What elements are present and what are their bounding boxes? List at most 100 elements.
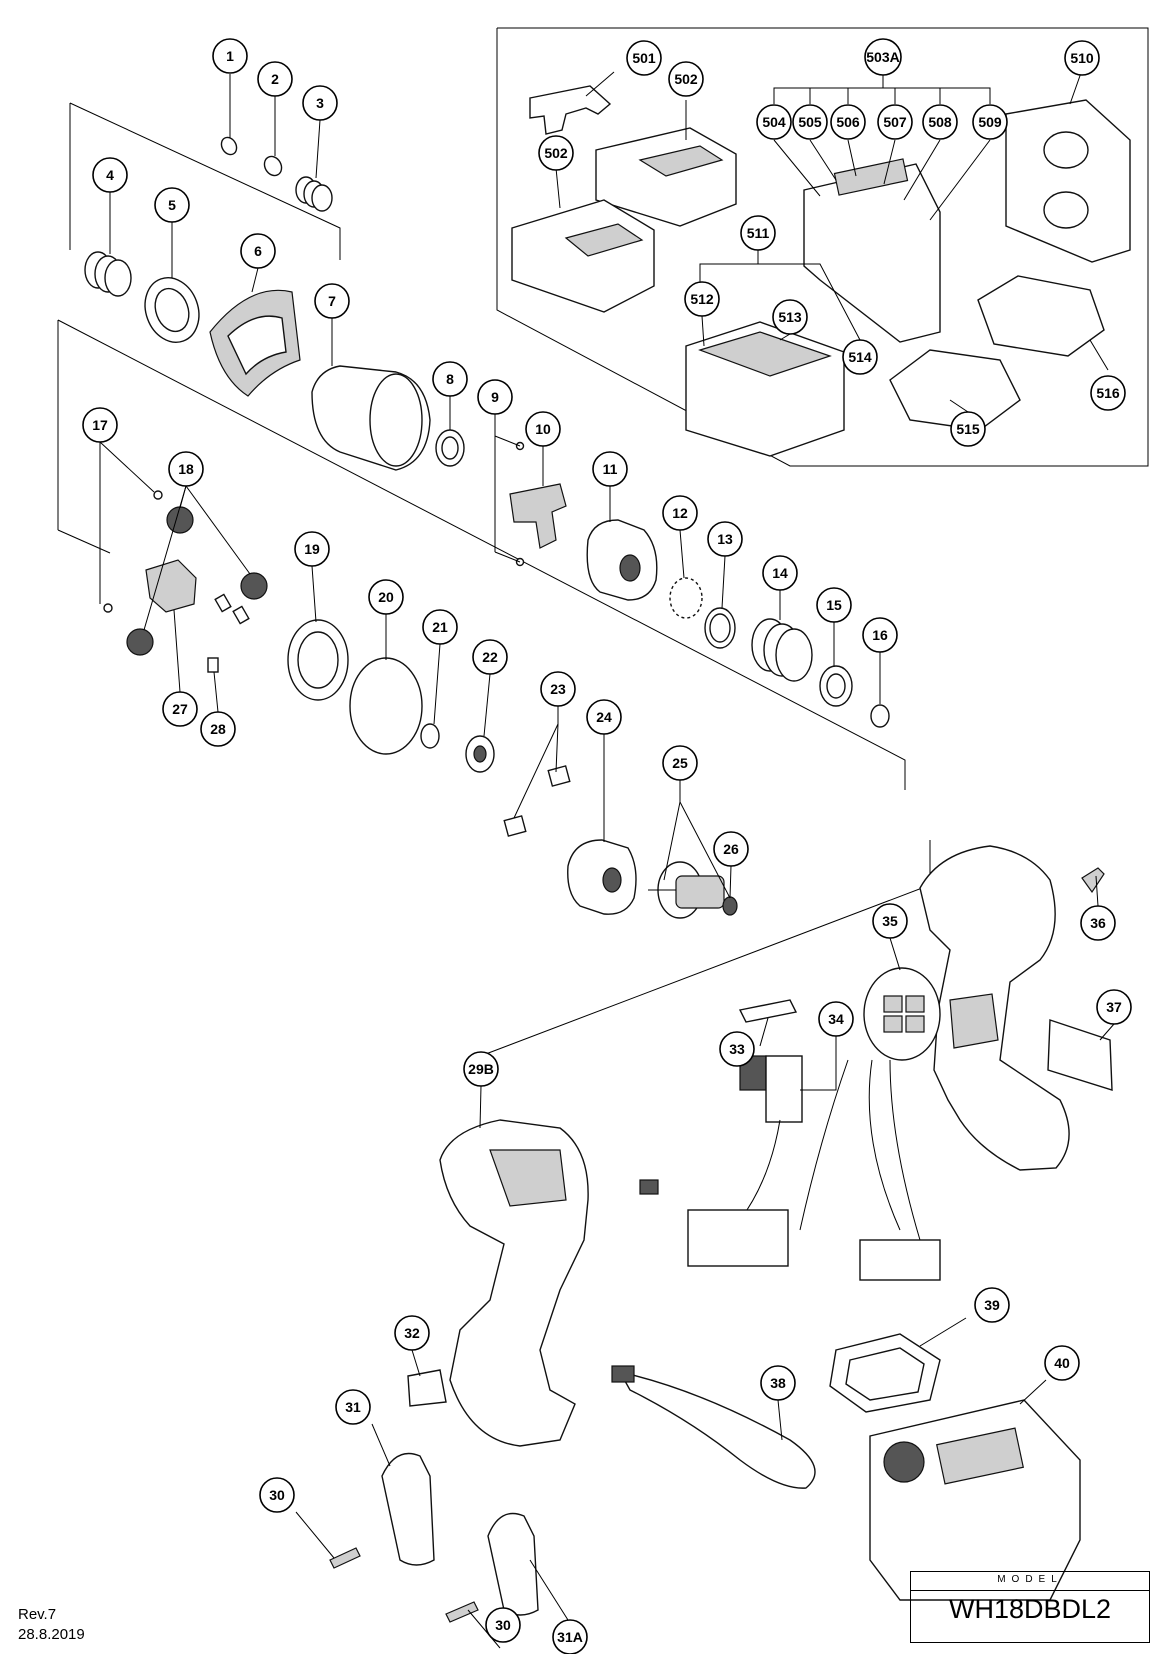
- svg-text:6: 6: [254, 243, 262, 259]
- svg-text:38: 38: [770, 1375, 786, 1391]
- plastic-case: [1005, 99, 1131, 263]
- callout-502-a: 502: [668, 61, 704, 97]
- callout-5: 5: [154, 187, 190, 223]
- battery: [869, 1399, 1081, 1601]
- carrying-case: [803, 158, 941, 343]
- internal-wire: [639, 1059, 941, 1281]
- callout-40: 40: [1044, 1345, 1080, 1381]
- rotor: [648, 861, 738, 919]
- callout-34: 34: [818, 1001, 854, 1037]
- spring-small: [295, 176, 333, 212]
- svg-text:7: 7: [328, 293, 336, 309]
- svg-text:507: 507: [883, 114, 907, 130]
- callout-10: 10: [525, 411, 561, 447]
- label-32: [407, 1369, 447, 1407]
- callout-516: 516: [1090, 375, 1126, 411]
- hook-31a: [487, 1512, 539, 1616]
- svg-text:510: 510: [1070, 50, 1094, 66]
- leader-lines: [99, 69, 1115, 1649]
- tapping-screw: [1081, 867, 1105, 894]
- svg-text:503A: 503A: [866, 49, 899, 65]
- svg-text:14: 14: [772, 565, 788, 581]
- callout-7: 7: [314, 283, 350, 319]
- spindle: [145, 559, 197, 613]
- svg-text:508: 508: [928, 114, 952, 130]
- svg-text:10: 10: [535, 421, 551, 437]
- svg-text:2: 2: [271, 71, 279, 87]
- callout-4: 4: [92, 157, 128, 193]
- retaining-ring-16: [870, 704, 890, 728]
- callout-514: 514: [842, 339, 878, 375]
- callout-26: 26: [713, 831, 749, 867]
- charger-2: [511, 199, 655, 313]
- svg-text:32: 32: [404, 1325, 420, 1341]
- washer-ring: [263, 155, 283, 177]
- inner-case-516: [977, 275, 1105, 357]
- callout-515: 515: [950, 411, 986, 447]
- name-plate: [1047, 1019, 1113, 1091]
- callout-11: 11: [592, 451, 628, 487]
- callout-2: 2: [257, 61, 293, 97]
- callout-3: 3: [302, 85, 338, 121]
- accessory-box-frame: [496, 27, 1149, 467]
- callout-36: 36: [1080, 905, 1116, 941]
- svg-text:514: 514: [848, 349, 872, 365]
- housing-right: [919, 845, 1070, 1171]
- inner-case-515: [889, 349, 1021, 431]
- svg-text:31A: 31A: [557, 1629, 583, 1645]
- callout-19: 19: [294, 531, 330, 567]
- model-label: MODEL: [911, 1574, 1149, 1591]
- callout-505: 505: [792, 104, 828, 140]
- callout-39: 39: [974, 1287, 1010, 1323]
- svg-text:15: 15: [826, 597, 842, 613]
- svg-text:25: 25: [672, 755, 688, 771]
- callout-18: 18: [168, 451, 204, 487]
- callout-38: 38: [760, 1365, 796, 1401]
- gear-assembly-frame: [57, 319, 906, 790]
- callout-21: 21: [422, 609, 458, 645]
- callout-33: 33: [719, 1031, 755, 1067]
- callout-504: 504: [756, 104, 792, 140]
- callout-25: 25: [662, 745, 698, 781]
- svg-text:8: 8: [446, 371, 454, 387]
- svg-text:28: 28: [210, 721, 226, 737]
- callout-508: 508: [922, 104, 958, 140]
- inner-cover: [567, 839, 637, 915]
- hook: [381, 1452, 435, 1566]
- steel-balls: [669, 577, 703, 619]
- belt-hook: [529, 85, 612, 135]
- callout-32: 32: [394, 1315, 430, 1351]
- callout-502-b: 502: [538, 135, 574, 171]
- charger: [595, 127, 737, 227]
- planet-gear: [166, 506, 194, 534]
- model-number: WH18DBDL2: [948, 1594, 1112, 1624]
- svg-text:515: 515: [956, 421, 980, 437]
- svg-text:30: 30: [269, 1487, 285, 1503]
- svg-text:516: 516: [1096, 385, 1120, 401]
- svg-text:505: 505: [798, 114, 822, 130]
- svg-text:30: 30: [495, 1617, 511, 1633]
- svg-text:40: 40: [1054, 1355, 1070, 1371]
- svg-text:12: 12: [672, 505, 688, 521]
- callout-22: 22: [472, 639, 508, 675]
- svg-text:504: 504: [762, 114, 786, 130]
- revision-date: 28.8.2019: [18, 1626, 85, 1643]
- svg-text:512: 512: [690, 291, 714, 307]
- svg-text:3: 3: [316, 95, 324, 111]
- callout-509: 509: [972, 104, 1008, 140]
- system-case: [685, 321, 845, 457]
- callout-16: 16: [862, 617, 898, 653]
- callout-506: 506: [830, 104, 866, 140]
- callout-37: 37: [1096, 989, 1132, 1025]
- callout-12: 12: [662, 495, 698, 531]
- callout-30-b: 30: [485, 1607, 521, 1643]
- washer-21: [420, 723, 440, 749]
- callout-503a: 503A: [864, 38, 902, 76]
- svg-text:501: 501: [632, 50, 656, 66]
- callout-6: 6: [240, 233, 276, 269]
- svg-text:29B: 29B: [468, 1061, 494, 1077]
- svg-text:506: 506: [836, 114, 860, 130]
- callout-511: 511: [740, 215, 776, 251]
- svg-text:19: 19: [304, 541, 320, 557]
